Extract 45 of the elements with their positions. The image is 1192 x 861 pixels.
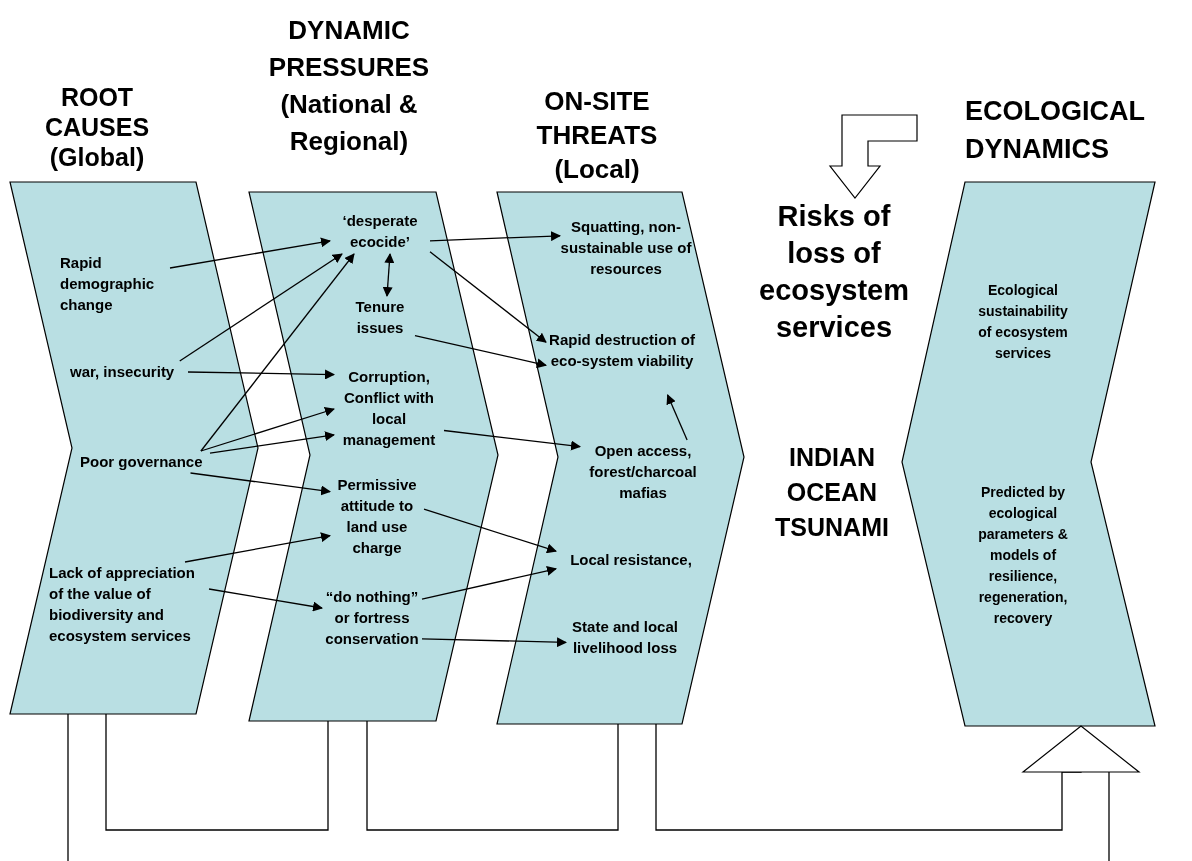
- node-text: Squatting, non-sustainable use of resources: [560, 216, 692, 282]
- node-text: Open access, forest/charcoal mafias: [580, 440, 706, 506]
- node-text: Rapid destruction of eco-system viability: [546, 329, 698, 395]
- arrow: [200, 253, 355, 452]
- node-text: ‘desperate ecocide’: [330, 210, 430, 254]
- node-text: State and local livelihood loss: [566, 616, 684, 682]
- arrow: [169, 237, 331, 269]
- arrow: [208, 588, 323, 612]
- arrow: [189, 472, 331, 496]
- block-arrow: [655, 723, 1140, 831]
- node-text: Poor governance: [80, 451, 210, 473]
- connector-line: [105, 713, 329, 831]
- node-text: Corruption, Conflict with local management: [334, 366, 444, 452]
- node-text: Tenure issues: [345, 296, 415, 340]
- arrow: [429, 231, 561, 242]
- arrow: [209, 431, 335, 454]
- node-text: Lack of appreciation of the value of biodiversity and ecosystem services: [49, 562, 209, 670]
- column-heading: DYNAMIC PRESSURES (National & Regional): [267, 14, 431, 158]
- node-text: war, insecurity: [70, 361, 188, 383]
- arrow: [423, 508, 557, 554]
- arrow: [429, 251, 547, 343]
- arrow: [421, 637, 567, 648]
- node-text: Rapid demographic change: [60, 252, 170, 316]
- column-heading: ON-SITE THREATS (Local): [535, 85, 659, 186]
- node-text: “do nothing” or fortress conservation: [322, 586, 422, 674]
- node-text: Ecological sustainability of ecosystem services: [972, 280, 1074, 388]
- arrow: [187, 369, 335, 380]
- arrow: [179, 253, 343, 362]
- connector-line: [366, 720, 619, 831]
- arrow: [184, 532, 331, 563]
- arrow: [666, 394, 688, 441]
- event-label: INDIAN OCEAN TSUNAMI: [774, 442, 890, 543]
- connector-line: [67, 713, 69, 861]
- block-arrow: [828, 114, 918, 199]
- column-heading: ECOLOGICAL DYNAMICS: [965, 95, 1146, 166]
- arrow: [421, 565, 557, 600]
- arrow: [200, 406, 335, 452]
- node-text: Predicted by ecological parameters & models of resilience, regeneration, recovery: [972, 482, 1074, 654]
- node-text: Risks of loss of ecosystem services: [748, 198, 920, 358]
- column-heading: ROOT CAUSES (Global): [43, 82, 151, 172]
- node-text: Local resistance,: [556, 549, 706, 571]
- arrow: [414, 334, 547, 369]
- arrow: [382, 253, 395, 297]
- arrow: [443, 429, 581, 451]
- node-text: Permissive attitude to land use charge: [330, 474, 424, 562]
